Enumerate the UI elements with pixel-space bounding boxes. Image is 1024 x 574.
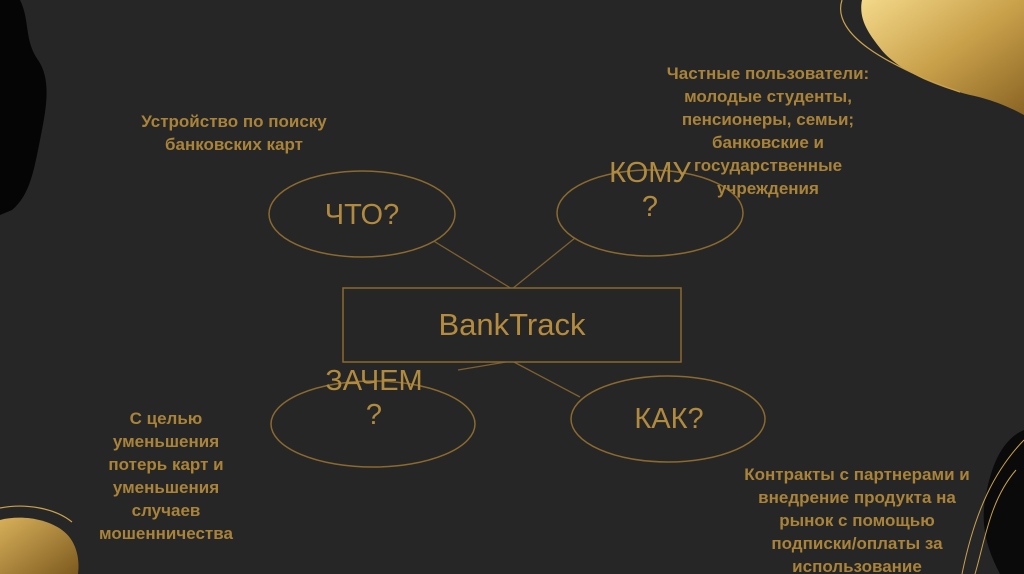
ellipse-what: [268, 170, 456, 258]
note-what: Устройство по поиску банковских карт: [141, 112, 327, 154]
connector-what: [431, 239, 513, 290]
node-why-label: ЗАЧЕМ ?: [325, 365, 423, 431]
center-label: BankTrack: [438, 307, 586, 342]
ellipse-how: [570, 375, 766, 463]
black-blob-left: [0, 0, 47, 215]
node-what-label: ЧТО?: [324, 199, 400, 231]
ellipse-whom: [556, 169, 744, 257]
gold-blob-bottom-left: [0, 517, 79, 574]
node-how-label: КАК?: [634, 403, 704, 435]
gold-blob-top-right: [861, 0, 1024, 115]
note-why: С целью уменьшения потерь карт и уменьше…: [99, 409, 233, 543]
note-how: Контракты с партнерами и внедрение проду…: [744, 465, 970, 574]
center-box: [342, 287, 682, 363]
connector-whom: [511, 237, 576, 290]
node-whom-label: КОМУ ?: [609, 157, 691, 223]
note-whom: Частные пользователи: молодые студенты, …: [666, 64, 870, 198]
connector-how: [511, 360, 581, 398]
black-blob-bottom-right: [983, 430, 1024, 574]
ellipse-why: [270, 380, 476, 468]
